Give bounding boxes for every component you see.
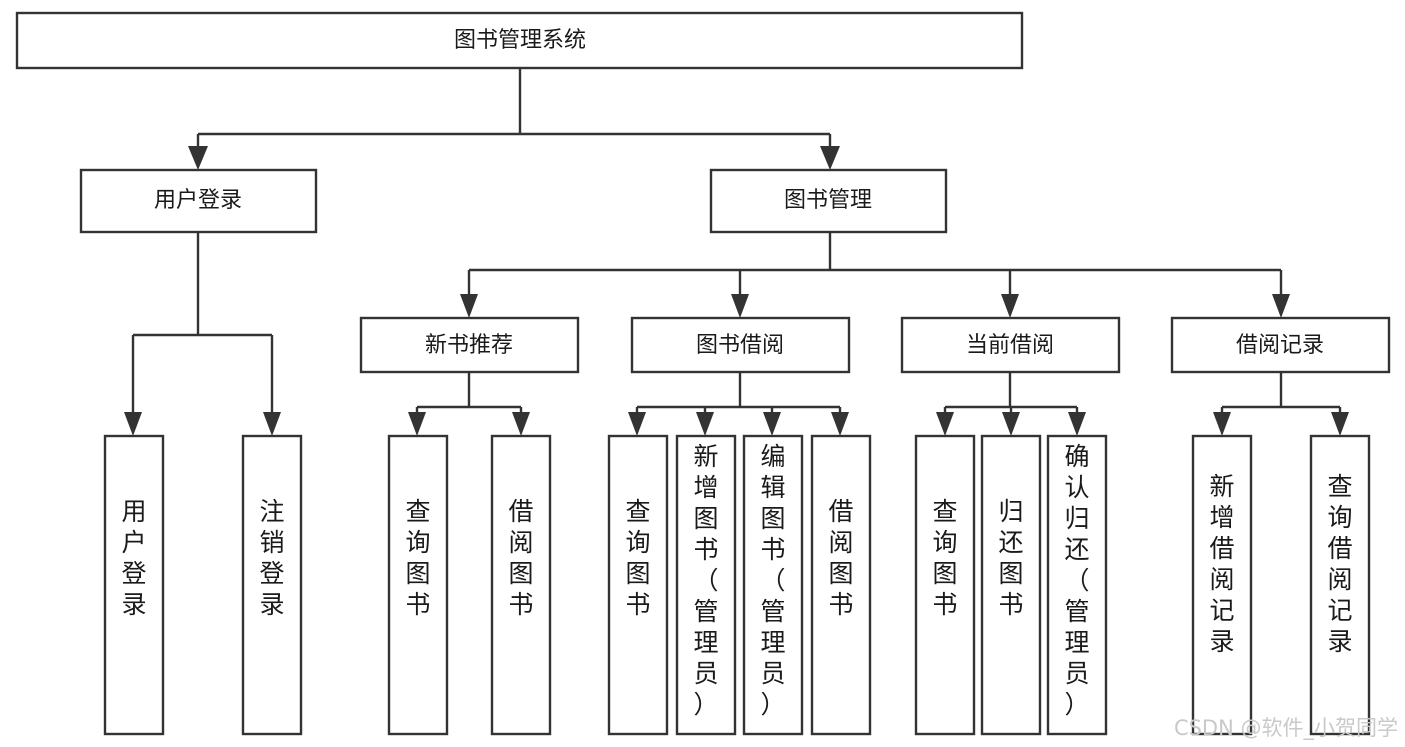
node-leaf-add-book-label: 新增图书（管理员） <box>693 442 718 719</box>
node-root-box[interactable] <box>15 11 1024 70</box>
node-book-borrow-label: 图书借阅 <box>696 333 784 358</box>
arrow-leaf-query-book-3 <box>936 412 954 436</box>
arrow-leaf-return-book <box>1002 412 1020 436</box>
node-leaf-add-book[interactable]: 新增图书（管理员） <box>675 434 737 736</box>
node-leaf-borrow-book-1-box[interactable] <box>490 434 552 736</box>
arrow-leaf-user-login <box>124 412 142 436</box>
node-leaf-logout-login[interactable]: 注销登录 <box>241 434 303 736</box>
node-new-book-recommend[interactable]: 新书推荐 <box>359 316 580 374</box>
arrow-leaf-query-record <box>1331 412 1349 436</box>
node-leaf-confirm-return-label: 确认归还（管理员） <box>1064 442 1089 719</box>
arrow-leaf-borrow-book-1 <box>512 412 530 436</box>
arrow-to-borrow-record <box>1272 294 1290 318</box>
node-leaf-query-book-1-box[interactable] <box>387 434 449 736</box>
connector-layer <box>124 68 1349 436</box>
node-leaf-edit-book-box[interactable] <box>742 434 804 736</box>
node-user-login-label: 用户登录 <box>154 188 242 213</box>
node-book-management-box[interactable] <box>709 168 948 234</box>
node-leaf-logout-login-box[interactable] <box>241 434 303 736</box>
arrow-leaf-confirm-return <box>1068 412 1086 436</box>
node-leaf-user-login-box[interactable] <box>103 434 165 736</box>
node-leaf-query-book-1-label: 查询图书 <box>405 497 430 619</box>
arrow-leaf-edit-book <box>763 412 781 436</box>
arrow-to-book-borrow <box>731 294 749 318</box>
node-leaf-add-record[interactable]: 新增借阅记录 <box>1191 434 1253 736</box>
node-leaf-edit-book-label: 编辑图书（管理员） <box>760 442 785 719</box>
node-leaf-borrow-book-1-label: 借阅图书 <box>508 497 533 619</box>
node-leaf-query-record-box[interactable] <box>1309 434 1371 736</box>
node-new-book-recommend-label: 新书推荐 <box>425 333 513 358</box>
node-book-management[interactable]: 图书管理 <box>709 168 948 234</box>
arrow-leaf-query-book-2 <box>628 412 646 436</box>
node-leaf-add-record-label: 新增借阅记录 <box>1209 472 1234 656</box>
node-leaf-edit-book[interactable]: 编辑图书（管理员） <box>742 434 804 736</box>
arrow-leaf-query-book-1 <box>408 412 426 436</box>
node-borrow-record[interactable]: 借阅记录 <box>1170 316 1391 374</box>
node-new-book-recommend-box[interactable] <box>359 316 580 374</box>
node-current-borrow[interactable]: 当前借阅 <box>900 316 1121 374</box>
node-borrow-record-box[interactable] <box>1170 316 1391 374</box>
arrow-leaf-add-book <box>696 412 714 436</box>
node-leaf-confirm-return[interactable]: 确认归还（管理员） <box>1046 434 1108 736</box>
node-leaf-user-login[interactable]: 用户登录 <box>103 434 165 736</box>
node-current-borrow-label: 当前借阅 <box>966 333 1054 358</box>
csdn-watermark: CSDN @软件_小贺同学 <box>1174 716 1398 741</box>
node-leaf-query-book-3-label: 查询图书 <box>932 497 957 619</box>
node-leaf-query-book-3[interactable]: 查询图书 <box>914 434 976 736</box>
node-leaf-query-record[interactable]: 查询借阅记录 <box>1309 434 1371 736</box>
node-leaf-borrow-book-2-label: 借阅图书 <box>828 497 853 619</box>
node-leaf-return-book-box[interactable] <box>980 434 1042 736</box>
node-leaf-return-book-label: 归还图书 <box>998 497 1023 619</box>
node-leaf-query-record-label: 查询借阅记录 <box>1327 472 1352 656</box>
node-book-borrow-box[interactable] <box>630 316 851 374</box>
node-leaf-borrow-book-2-box[interactable] <box>810 434 872 736</box>
node-leaf-add-record-box[interactable] <box>1191 434 1253 736</box>
node-leaf-return-book[interactable]: 归还图书 <box>980 434 1042 736</box>
node-leaf-logout-login-label: 注销登录 <box>259 497 284 619</box>
node-root[interactable]: 图书管理系统 <box>15 11 1024 70</box>
arrow-to-current-borrow <box>1001 294 1019 318</box>
node-borrow-record-label: 借阅记录 <box>1236 333 1324 358</box>
arrow-to-user-login <box>188 146 208 170</box>
arrow-to-book-management <box>820 146 840 170</box>
node-user-login[interactable]: 用户登录 <box>79 168 318 234</box>
arrow-leaf-add-record <box>1213 412 1231 436</box>
arrow-leaf-borrow-book-2 <box>831 412 849 436</box>
node-current-borrow-box[interactable] <box>900 316 1121 374</box>
node-user-login-box[interactable] <box>79 168 318 234</box>
node-leaf-user-login-label: 用户登录 <box>121 497 146 619</box>
arrow-leaf-logout-login <box>263 412 281 436</box>
node-leaf-query-book-3-box[interactable] <box>914 434 976 736</box>
node-leaf-confirm-return-box[interactable] <box>1046 434 1108 736</box>
node-root-label: 图书管理系统 <box>454 28 586 53</box>
node-leaf-query-book-2-box[interactable] <box>607 434 669 736</box>
node-book-borrow[interactable]: 图书借阅 <box>630 316 851 374</box>
node-leaf-query-book-2[interactable]: 查询图书 <box>607 434 669 736</box>
node-book-management-label: 图书管理 <box>784 188 872 213</box>
node-leaf-query-book-1[interactable]: 查询图书 <box>387 434 449 736</box>
arrow-to-new-book-recommend <box>460 294 478 318</box>
node-leaf-add-book-box[interactable] <box>675 434 737 736</box>
node-leaf-borrow-book-2[interactable]: 借阅图书 <box>810 434 872 736</box>
node-leaf-borrow-book-1[interactable]: 借阅图书 <box>490 434 552 736</box>
node-leaf-query-book-2-label: 查询图书 <box>625 497 650 619</box>
